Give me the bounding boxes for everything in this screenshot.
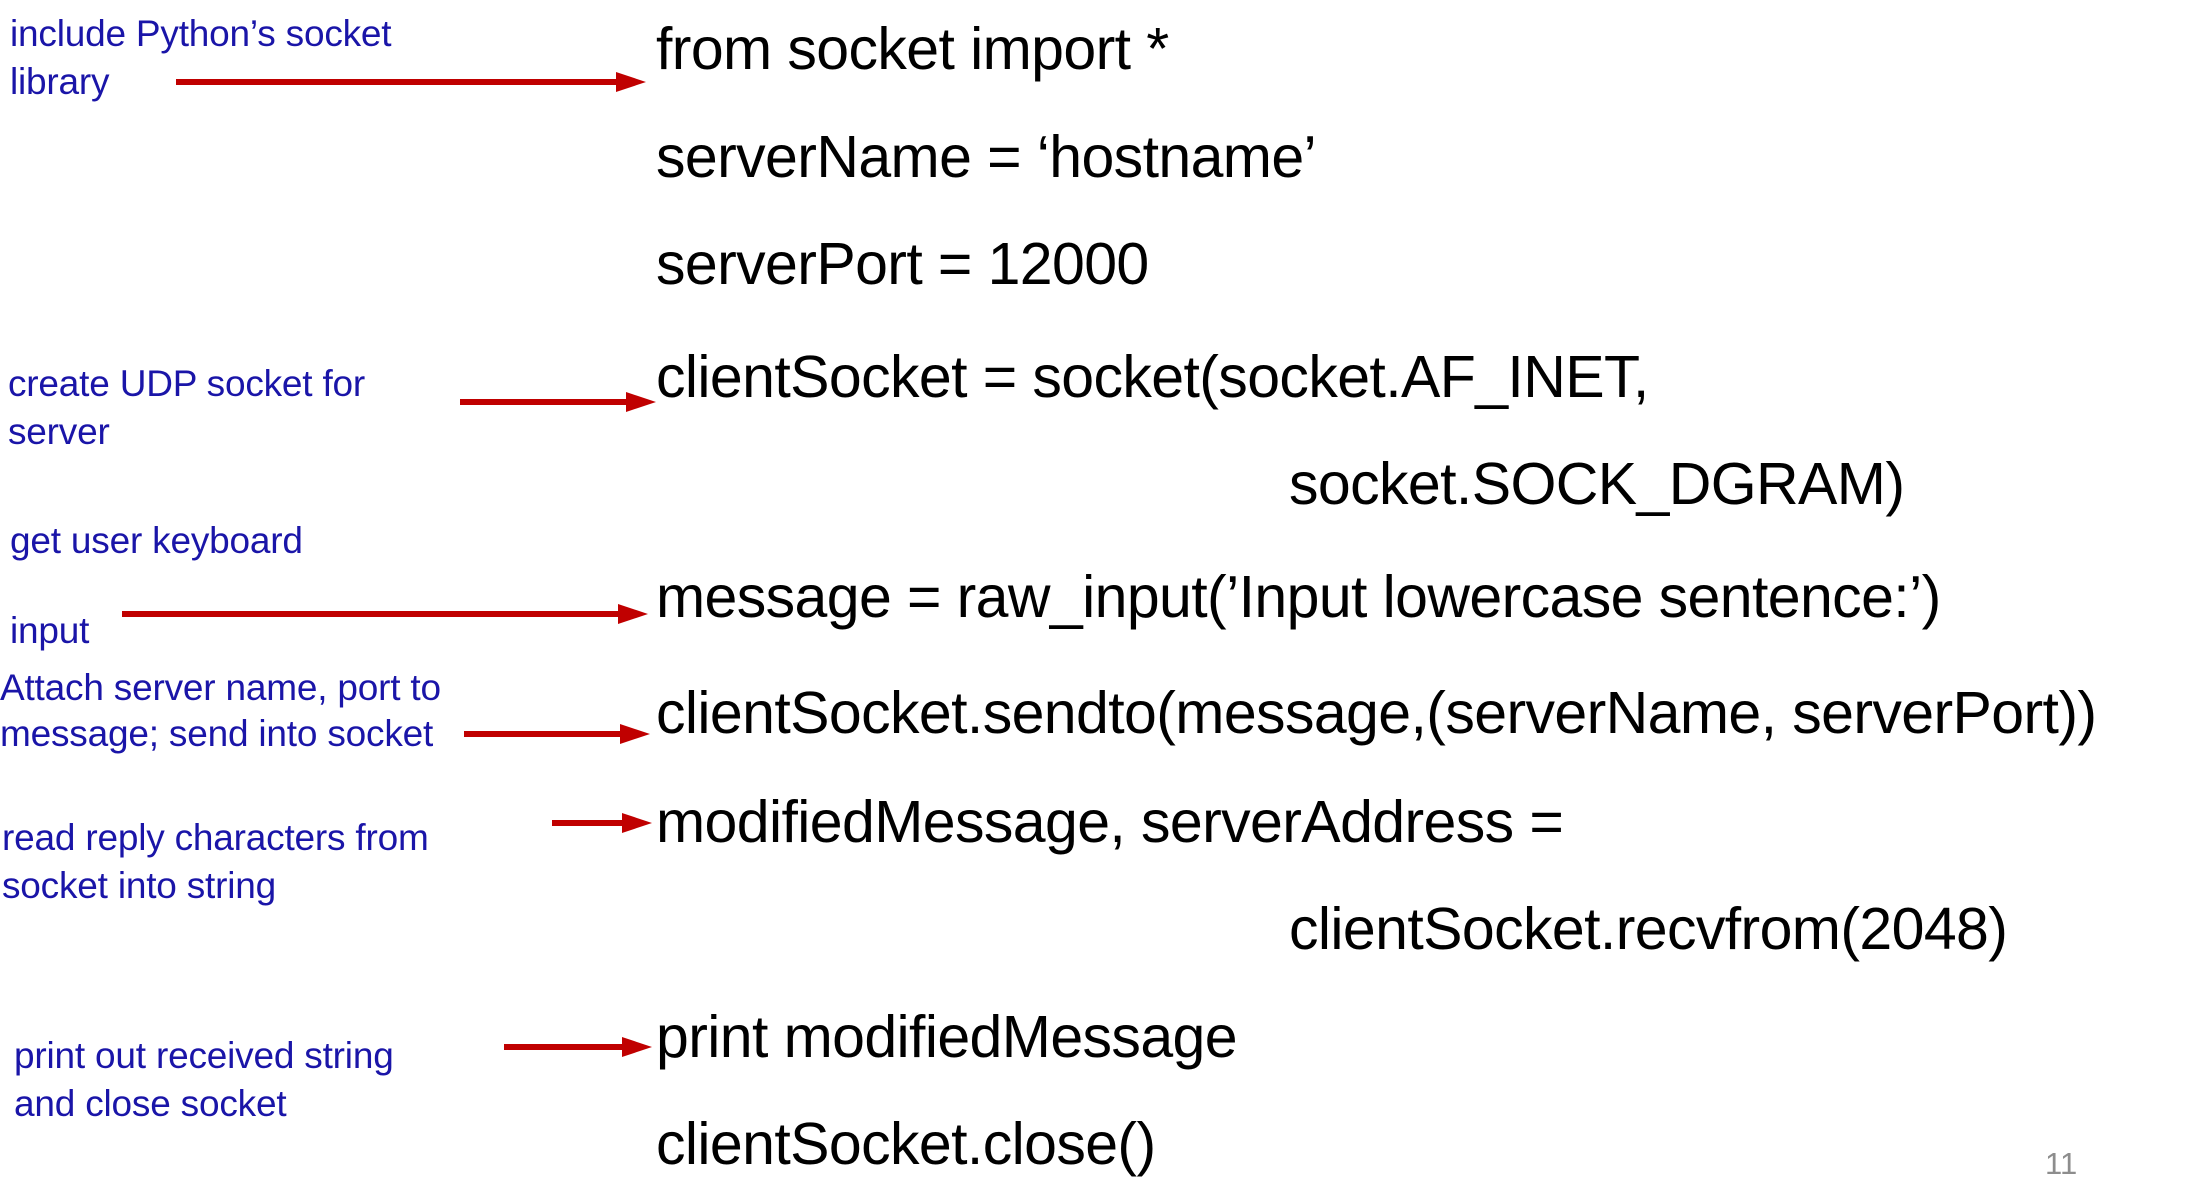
- page-number: 11: [2045, 1146, 2078, 1181]
- code-line-server-name: serverName = ‘hostname’: [656, 124, 1317, 190]
- annotation-print-close: print out received string and close sock…: [14, 1035, 394, 1125]
- code-line-raw-input: message = raw_input(’Input lowercase sen…: [656, 564, 1941, 630]
- code-line-recvfrom-2: clientSocket.recvfrom(2048): [1289, 896, 2008, 962]
- arrow-read-reply: [552, 813, 652, 833]
- annotation-read-reply: read reply characters from socket into s…: [2, 817, 429, 907]
- arrow-create-socket: [460, 392, 656, 412]
- code-line-print: print modifiedMessage: [656, 1004, 1238, 1070]
- code-line-close: clientSocket.close(): [656, 1111, 1156, 1177]
- code-line-create-socket-1: clientSocket = socket(socket.AF_INET,: [656, 344, 1649, 410]
- code-line-import: from socket import *: [656, 16, 1169, 82]
- annotation-create-socket: create UDP socket for server: [8, 363, 366, 453]
- annotation-keyboard-input: get user keyboard input: [10, 520, 303, 652]
- code-line-server-port: serverPort = 12000: [656, 231, 1149, 297]
- annotation-include-library: include Python’s socket library: [10, 13, 392, 103]
- code-line-create-socket-2: socket.SOCK_DGRAM): [1289, 451, 1905, 517]
- annotation-attach-send: Attach server name, port to message; sen…: [0, 667, 441, 754]
- code-line-sendto: clientSocket.sendto(message,(serverName,…: [656, 680, 2097, 746]
- code-line-recvfrom-1: modifiedMessage, serverAddress =: [656, 789, 1564, 855]
